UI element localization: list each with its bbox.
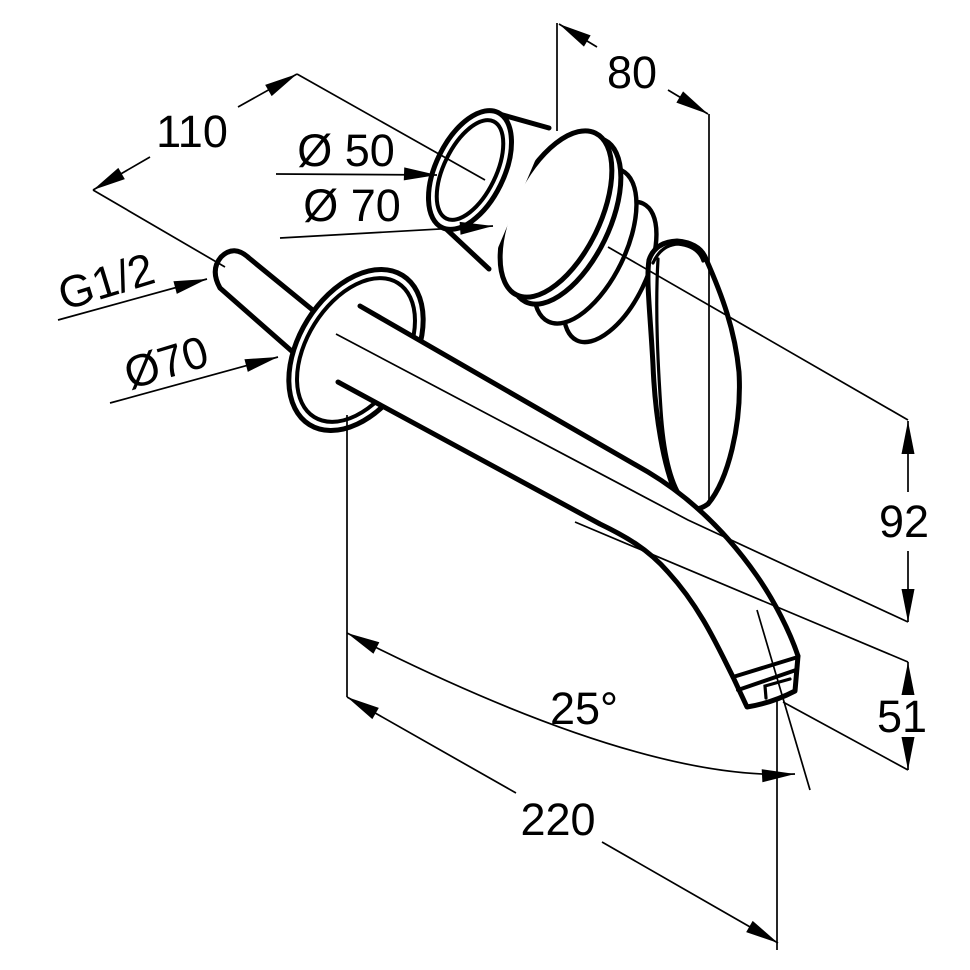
dim-label-80: 80 — [607, 47, 657, 98]
spout-top-edge — [357, 303, 801, 659]
dim-label-92: 92 — [879, 496, 929, 547]
dim-label-thread: G1/2 — [52, 243, 160, 320]
spout — [335, 303, 801, 710]
ext-92-bottom — [335, 333, 909, 623]
handle-cap-line — [651, 242, 705, 265]
aerator-notch — [763, 677, 792, 700]
ext-51-top — [574, 521, 909, 663]
ext-110-upper — [296, 73, 486, 181]
ext-92-top — [607, 246, 909, 421]
dim-label-d70-escutcheon: Ø 70 — [303, 180, 401, 231]
spout-cap-step-1 — [731, 655, 800, 679]
handle-edge-line — [655, 257, 684, 500]
spout-tip-cap — [730, 653, 801, 710]
dim-label-51: 51 — [877, 691, 927, 742]
angle-arc-25 — [346, 632, 796, 776]
ext-51-bottom — [782, 701, 909, 771]
leader-d70-escutcheon — [279, 225, 494, 239]
dimension-lines — [57, 23, 909, 950]
dim-label-110: 110 — [156, 106, 228, 157]
spout-cap-step-2 — [736, 668, 798, 692]
arrowheads — [93, 24, 915, 943]
ext-110-lower — [92, 189, 226, 268]
dimension-labels: 80 110 Ø 50 Ø 70 G1/2 Ø70 92 51 25° 220 — [52, 47, 929, 845]
valve-escutcheon — [497, 128, 659, 345]
dim-label-220: 220 — [520, 794, 595, 845]
spout-bottom-edge — [335, 379, 736, 680]
dim-label-25deg: 25° — [550, 683, 618, 734]
dim-label-d50: Ø 50 — [297, 125, 395, 176]
spout-axis-line — [756, 609, 811, 791]
dim-label-d70-flange: Ø70 — [118, 326, 214, 400]
lever-handle — [645, 238, 742, 512]
